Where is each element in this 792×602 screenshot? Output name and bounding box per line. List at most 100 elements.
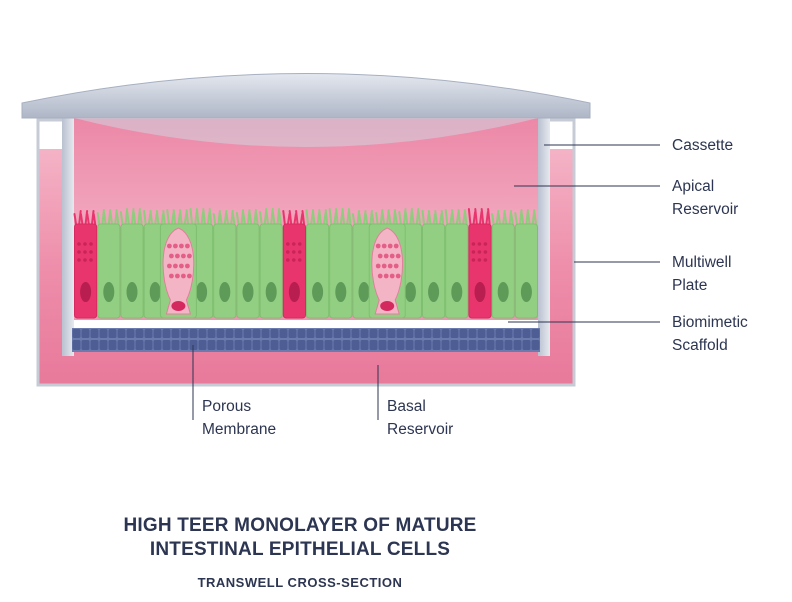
microvillus bbox=[179, 209, 183, 225]
granule bbox=[477, 250, 482, 254]
mucin-granule bbox=[167, 263, 172, 269]
granule bbox=[89, 242, 93, 246]
epithelial-monolayer bbox=[73, 208, 538, 319]
microvillus bbox=[92, 213, 97, 225]
microvillus bbox=[132, 211, 137, 225]
microvillus bbox=[109, 212, 113, 225]
microvillus bbox=[231, 213, 236, 225]
mucin-granule bbox=[175, 253, 180, 259]
microvillus bbox=[328, 208, 333, 225]
granule bbox=[477, 242, 482, 246]
cell-nucleus bbox=[312, 282, 324, 302]
cell-nucleus bbox=[428, 282, 440, 302]
microvillus bbox=[103, 212, 107, 225]
cell-nucleus bbox=[288, 282, 300, 302]
cell-nucleus bbox=[103, 282, 115, 302]
mucin-granule bbox=[393, 263, 399, 269]
mucin-granule bbox=[175, 273, 180, 279]
microvillus bbox=[301, 210, 305, 225]
microvillus bbox=[73, 213, 77, 225]
microvillus bbox=[295, 210, 299, 225]
microvillus bbox=[527, 212, 531, 225]
granule bbox=[292, 250, 296, 254]
label-porous-membrane: Porous Membrane bbox=[202, 398, 277, 438]
microvillus bbox=[235, 212, 240, 225]
microvillus bbox=[335, 208, 339, 225]
microvillus bbox=[480, 208, 485, 225]
microvillus bbox=[371, 213, 375, 225]
cell-nucleus bbox=[219, 282, 231, 302]
cell-nucleus bbox=[149, 282, 161, 302]
microvillus bbox=[404, 211, 409, 225]
mucin-granule bbox=[381, 263, 387, 269]
microvillus bbox=[143, 210, 147, 225]
enterocyte-cell bbox=[213, 223, 237, 319]
granule bbox=[292, 242, 296, 246]
microvillus bbox=[225, 213, 229, 225]
cell-nucleus bbox=[265, 282, 277, 302]
granule bbox=[298, 258, 302, 262]
enterocyte-cell bbox=[306, 223, 330, 319]
granule bbox=[483, 250, 488, 254]
microvillus bbox=[375, 212, 379, 225]
label-biomimetic-scaffold: Biomimetic Scaffold bbox=[672, 314, 748, 354]
enterocyte-cell bbox=[445, 223, 469, 319]
enterocyte-cell bbox=[259, 223, 283, 319]
mucin-granule bbox=[169, 253, 174, 259]
microvillus bbox=[208, 208, 213, 225]
microvillus bbox=[259, 211, 263, 225]
enteroendocrine-cell bbox=[282, 223, 306, 319]
granule bbox=[477, 258, 482, 262]
granule bbox=[483, 258, 488, 262]
microvillus bbox=[463, 209, 468, 225]
mucin-granule bbox=[169, 273, 174, 279]
microvillus bbox=[189, 208, 193, 225]
microvillus bbox=[242, 212, 246, 225]
microvillus bbox=[341, 208, 345, 225]
mucin-granule bbox=[375, 243, 381, 249]
microvillus bbox=[288, 210, 293, 225]
enteroendocrine-cell bbox=[468, 223, 492, 319]
mucin-granule bbox=[187, 273, 192, 279]
goblet-nucleus bbox=[171, 301, 186, 311]
cassette-right-wall bbox=[538, 118, 550, 356]
microvillus bbox=[358, 213, 362, 225]
mucin-granule bbox=[375, 263, 381, 269]
enteroendocrine-cell bbox=[74, 223, 98, 319]
cell-nucleus bbox=[474, 282, 486, 302]
granule bbox=[77, 258, 81, 262]
mucin-granule bbox=[387, 263, 393, 269]
microvillus bbox=[440, 210, 445, 225]
mucin-granule bbox=[377, 273, 383, 279]
cell-nucleus bbox=[451, 282, 463, 302]
granule bbox=[286, 242, 290, 246]
enterocyte-cell bbox=[236, 223, 260, 319]
microvillus bbox=[139, 211, 143, 225]
microvillus bbox=[520, 212, 525, 225]
microvillus bbox=[318, 209, 322, 225]
microvillus bbox=[394, 212, 398, 225]
microvillus bbox=[457, 209, 461, 225]
mucin-granule bbox=[173, 263, 178, 269]
microvillus bbox=[172, 209, 177, 225]
granule bbox=[77, 250, 81, 254]
mucin-granule bbox=[383, 273, 389, 279]
mucin-granule bbox=[185, 263, 190, 269]
microvillus bbox=[324, 209, 329, 225]
microvillus bbox=[444, 209, 449, 225]
granule bbox=[77, 242, 81, 246]
microvillus bbox=[417, 211, 421, 225]
cell-nucleus bbox=[196, 282, 208, 302]
microvillus bbox=[248, 212, 253, 225]
microvillus bbox=[411, 211, 415, 225]
microvillus bbox=[474, 208, 478, 225]
granule bbox=[89, 250, 93, 254]
label-apical-reservoir: Apical Reservoir bbox=[672, 178, 739, 218]
granule bbox=[471, 250, 476, 254]
mucin-granule bbox=[179, 243, 184, 249]
cell-nucleus bbox=[80, 282, 92, 302]
microvillus bbox=[514, 212, 518, 225]
mucin-granule bbox=[387, 243, 393, 249]
